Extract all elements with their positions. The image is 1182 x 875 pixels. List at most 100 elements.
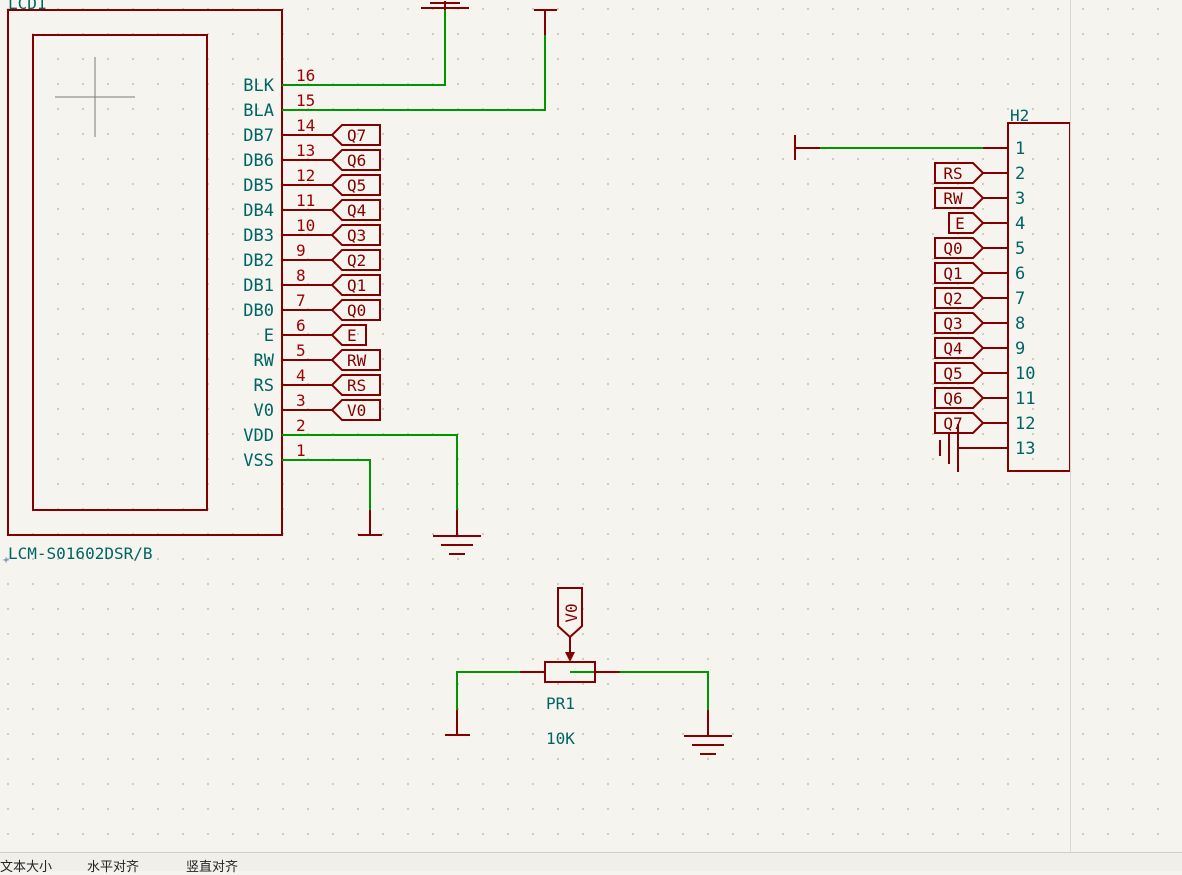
net-label-e[interactable]: E: [330, 324, 367, 346]
h2-net-label-rs[interactable]: RS: [934, 162, 985, 184]
h2-pin-number: 1: [1015, 139, 1025, 159]
pr1-reference: PR1: [546, 694, 575, 713]
status-text-size[interactable]: 文本大小: [0, 860, 53, 875]
net-label-q7[interactable]: Q7: [330, 124, 381, 146]
wire-bla[interactable]: [282, 10, 546, 111]
power-bar-icon[interactable]: [794, 135, 820, 160]
h2-net-label-q7[interactable]: Q7: [934, 412, 985, 434]
gnd-icon[interactable]: [684, 710, 732, 755]
h2-net-label-rw[interactable]: RW: [934, 187, 985, 209]
svg-text:Q0: Q0: [347, 301, 366, 320]
lcd1-pin-number: 2: [296, 416, 306, 435]
svg-text:Q5: Q5: [943, 364, 962, 383]
svg-text:Q7: Q7: [347, 126, 366, 145]
h2-net-label-q0[interactable]: Q0: [934, 237, 985, 259]
net-label-q0[interactable]: Q0: [330, 299, 381, 321]
wire-vss[interactable]: [282, 459, 371, 535]
lcd1-pin-name: DB2: [243, 251, 274, 271]
lcd1-pin-name: DB5: [243, 176, 274, 196]
lcd1-pin-name: DB4: [243, 201, 274, 221]
svg-text:RS: RS: [943, 164, 962, 183]
gnd-icon[interactable]: [433, 510, 481, 555]
h2-pin-number: 2: [1015, 164, 1025, 184]
lcd1-pin-number: 7: [296, 291, 306, 310]
net-label-v0[interactable]: V0: [330, 399, 381, 421]
net-label-q1[interactable]: Q1: [330, 274, 381, 296]
h2-net-label-q4[interactable]: Q4: [934, 337, 985, 359]
h2-net-label-q5[interactable]: Q5: [934, 362, 985, 384]
arrow-down-icon: [565, 652, 575, 662]
wire-vdd[interactable]: [282, 434, 458, 535]
svg-text:Q2: Q2: [943, 289, 962, 308]
svg-text:RS: RS: [347, 376, 366, 395]
h2-pin-number: 6: [1015, 264, 1025, 284]
svg-text:Q6: Q6: [943, 389, 962, 408]
lcd1-pin-number: 3: [296, 391, 306, 410]
net-label-q3[interactable]: Q3: [330, 224, 381, 246]
svg-text:V0: V0: [562, 603, 581, 622]
power-symbols[interactable]: [358, 1, 1008, 755]
power-bar-icon[interactable]: [445, 710, 470, 736]
lcd1-screen: [32, 34, 208, 511]
lcd1-reference: LCD1: [8, 0, 47, 13]
lcd1-pin-name: RW: [254, 351, 275, 371]
svg-text:V0: V0: [347, 401, 366, 420]
lcd1-pin-number: 11: [296, 191, 315, 210]
svg-text:Q3: Q3: [943, 314, 962, 333]
net-label-rw[interactable]: RW: [330, 349, 381, 371]
svg-text:Q5: Q5: [347, 176, 366, 195]
lcd1-value: LCM-S01602DSR/B: [8, 544, 153, 563]
lcd1-pin-number: 8: [296, 266, 306, 285]
lcd1-pin-name: DB7: [243, 126, 274, 146]
lcd1-pin-number: 14: [296, 116, 315, 135]
h2-net-label-q3[interactable]: Q3: [934, 312, 985, 334]
lcd1-pin-name: DB6: [243, 151, 274, 171]
h2-symbol[interactable]: H2 12RS3RW4E5Q06Q17Q28Q39Q410Q511Q612Q71…: [934, 106, 1071, 472]
h2-pin-number: 12: [1015, 414, 1035, 434]
schematic-drawing[interactable]: LCD1 LCM-S01602DSR/B BLK16BLA15DB714DB61…: [0, 0, 1182, 852]
lcd1-pin-number: 9: [296, 241, 306, 260]
lcd1-pin-number: 10: [296, 216, 315, 235]
status-v-align[interactable]: 竖直对齐: [186, 860, 239, 875]
h2-pin-number: 10: [1015, 364, 1035, 384]
pr1-symbol[interactable]: V0 PR1 10K: [520, 587, 620, 748]
svg-text:Q4: Q4: [943, 339, 962, 358]
svg-text:RW: RW: [347, 351, 367, 370]
svg-text:E: E: [955, 214, 965, 233]
gnd-icon[interactable]: [421, 1, 469, 10]
lcd1-pin-name: RS: [254, 376, 274, 396]
h2-pin-number: 4: [1015, 214, 1025, 234]
h2-reference: H2: [1010, 106, 1029, 125]
h2-pin-number: 9: [1015, 339, 1025, 359]
svg-text:RW: RW: [943, 189, 963, 208]
h2-net-label-e[interactable]: E: [948, 212, 985, 234]
lcd1-pin-name: VDD: [243, 426, 274, 446]
wire-blk[interactable]: [282, 10, 446, 86]
pr1-value: 10K: [546, 729, 575, 748]
net-label-q4[interactable]: Q4: [330, 199, 381, 221]
power-bar-icon[interactable]: [358, 510, 382, 536]
status-bar: 文本大小 水平对齐 竖直对齐: [0, 852, 1182, 875]
panel-divider: [1070, 0, 1071, 852]
wires[interactable]: [282, 10, 1008, 735]
lcd1-pin-number: 1: [296, 441, 306, 460]
net-label-q2[interactable]: Q2: [330, 249, 381, 271]
status-h-align[interactable]: 水平对齐: [87, 860, 140, 875]
lcd1-pin-number: 12: [296, 166, 315, 185]
pr1-wiper-label[interactable]: [557, 587, 583, 639]
svg-text:Q1: Q1: [347, 276, 366, 295]
power-bar-icon[interactable]: [534, 9, 557, 35]
svg-text:Q4: Q4: [347, 201, 366, 220]
svg-text:Q3: Q3: [347, 226, 366, 245]
net-label-rs[interactable]: RS: [330, 374, 381, 396]
net-label-q6[interactable]: Q6: [330, 149, 381, 171]
h2-net-label-q6[interactable]: Q6: [934, 387, 985, 409]
wire-pr1-left[interactable]: [456, 671, 545, 735]
net-label-q5[interactable]: Q5: [330, 174, 381, 196]
h2-net-label-q1[interactable]: Q1: [934, 262, 985, 284]
h2-net-label-q2[interactable]: Q2: [934, 287, 985, 309]
lcd1-pin-name: DB1: [243, 276, 274, 296]
